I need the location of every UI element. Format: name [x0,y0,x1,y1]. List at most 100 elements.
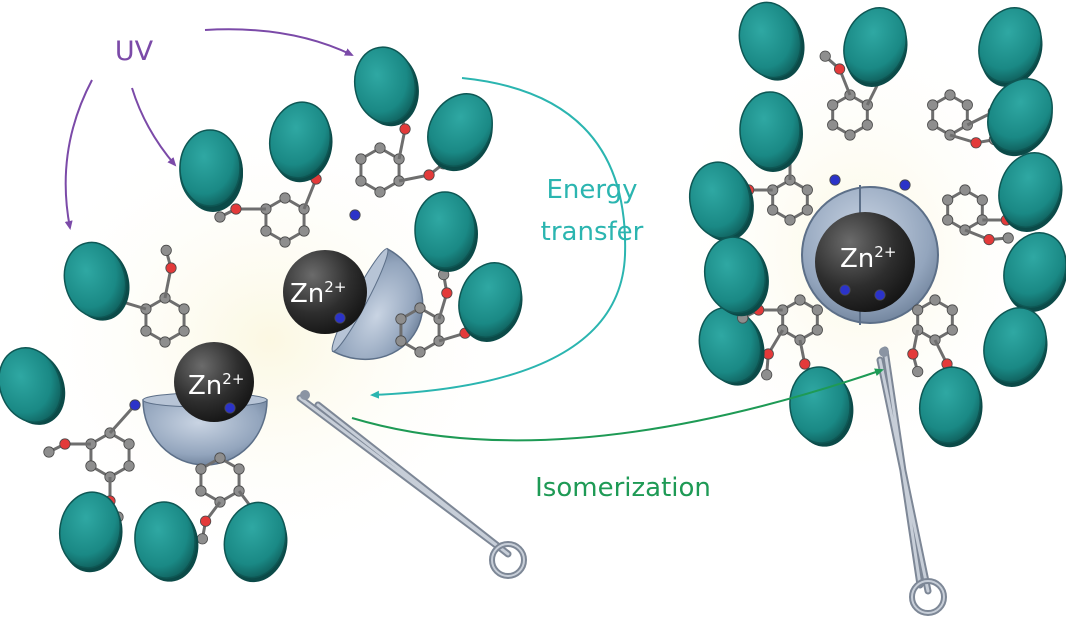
carbon-atom [784,214,796,226]
safety-pin-loop-highlight [911,580,945,614]
zn-label-top-left: Zn2+ [290,278,346,309]
carbon-atom [819,50,831,62]
uv-arrow-middle [131,87,177,167]
carbon-atom [767,204,779,216]
carbon-atom [976,194,988,206]
carbon-atom [844,129,856,141]
zn-label-bottom-left: Zn2+ [188,370,244,401]
carbon-atom [214,452,226,464]
chromophore-face [703,236,767,314]
chromophore-disc [918,366,983,448]
isomerization-label: Isomerization [535,473,711,503]
carbon-atom [1002,232,1014,244]
carbon-atom [196,533,208,545]
chromophore-face [998,152,1062,228]
chromophore-disc [978,7,1043,87]
chromophore-disc [0,347,66,425]
background-glow-left [10,110,530,570]
uv-arrow-left [64,79,93,230]
nitrogen-atom [224,402,236,414]
chromophore-disc [688,161,754,242]
uv-arrows [64,28,354,230]
isomerization-arrow [351,368,884,442]
carbon-atom [927,99,939,111]
chromophore-face [458,262,522,338]
safety-pin-joint [300,390,310,400]
oxygen-atom [970,137,982,149]
carbon-atom [374,142,386,154]
carbon-atom [801,184,813,196]
chromophore-disc [987,78,1053,157]
carbon-atom [123,460,135,472]
chromophore-face [179,129,241,207]
safety-pin-highlight [298,396,510,556]
carbon-atom [801,204,813,216]
carbon-atom [929,294,941,306]
carbon-atom [946,304,958,316]
chromophore-face [63,241,127,319]
chromophore-disc [789,366,854,447]
chromophore-face [414,191,476,269]
oxygen-atom [907,348,919,360]
chromophore-disc [134,501,199,582]
oxygen-atom [983,234,995,246]
oxygen-atom [423,169,435,181]
energy-transfer-label-line2: transfer [541,217,644,247]
uv-label: UV [115,36,154,67]
chromophore-disc [268,101,333,183]
carbon-atom [123,438,135,450]
chromophore-face [738,1,802,79]
zn-label-right: Zn2+ [840,243,896,274]
chromophore-face [983,307,1047,383]
chromophore-face [1003,232,1066,308]
oxygen-atom [399,123,411,135]
carbon-atom [395,335,407,347]
carbon-atom [414,346,426,358]
carbon-atom [159,336,171,348]
carbon-atom [178,325,190,337]
carbon-atom [961,99,973,111]
oxygen-atom [59,438,71,450]
carbon-atom [260,225,272,237]
nitrogen-atom [874,289,886,301]
carbon-atom [298,225,310,237]
carbon-atom [160,244,172,256]
chromophore-disc [223,501,288,583]
carbon-atom [374,186,386,198]
chromophore-face [918,366,982,444]
nitrogen-atom [839,284,851,296]
carbon-atom [827,99,839,111]
oxygen-atom [833,63,846,75]
chromophore-disc [983,307,1048,387]
chromophore-disc [179,129,243,210]
chromophore-face [987,78,1053,152]
chromophore-disc [414,191,478,272]
chromophore-disc [427,93,493,172]
zinc-ion [283,250,367,334]
uv-arrow-right [204,28,354,56]
carbon-atom [942,214,954,226]
nitrogen-atom [899,179,911,191]
chromophore-face [223,501,287,579]
nitrogen-atom [334,312,346,324]
carbon-atom [811,324,823,336]
chromophore-disc [353,46,419,127]
carbon-atom [912,304,924,316]
carbon-atom [827,119,839,131]
energy-transfer-arrow [370,77,627,399]
carbon-atom [944,89,956,101]
chromophore-face [58,491,122,569]
chromophore-disc [739,91,803,172]
zinc-ion [815,212,915,312]
chromophore-disc [63,241,130,321]
chromophore-disc [703,236,769,317]
carbon-atom [811,304,823,316]
carbon-atom [233,463,245,475]
safety-pin-loop-highlight [491,543,525,577]
oxygen-atom [165,262,177,274]
carbon-atom [414,302,426,314]
chromophore-disc [998,152,1063,232]
chromophore-disc [698,306,765,386]
chromophore-face [353,46,417,124]
